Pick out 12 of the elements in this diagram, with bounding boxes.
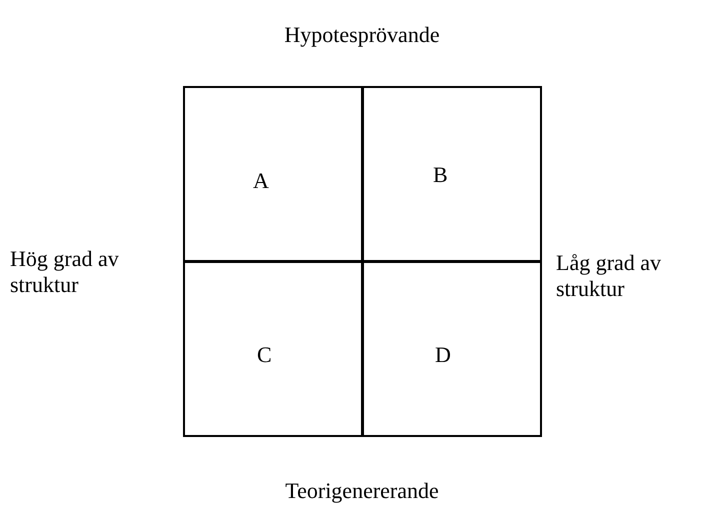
matrix-cell: [183, 260, 364, 437]
axis-label: Hypotesprövande: [283, 22, 441, 48]
axis-label: Hög grad av struktur: [10, 246, 120, 299]
quadrant-letter: D: [435, 344, 451, 366]
matrix-cell: [361, 86, 542, 263]
quadrant-letter: A: [253, 170, 269, 192]
matrix-cell: [361, 260, 542, 437]
matrix-cell: [183, 86, 364, 263]
axis-label: Teorigenererande: [284, 478, 440, 504]
quadrant-letter: B: [433, 164, 448, 186]
quadrant-letter: C: [257, 344, 272, 366]
axis-label: Låg grad av struktur: [556, 250, 662, 303]
